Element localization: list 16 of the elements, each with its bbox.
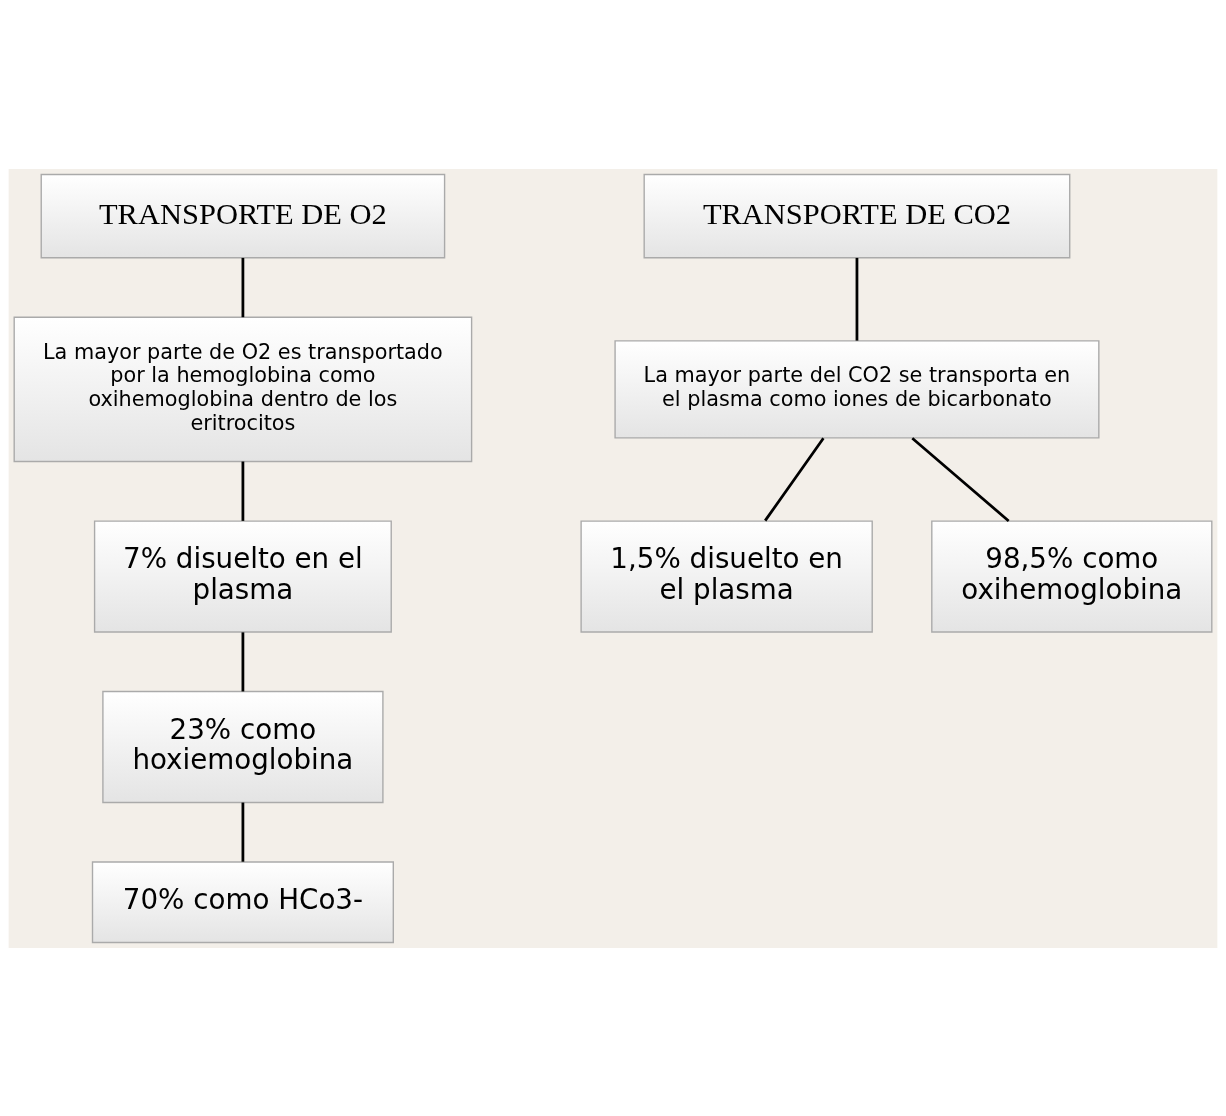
connector xyxy=(764,436,825,521)
node-box: 1,5% disuelto en el plasma xyxy=(580,519,873,633)
node-box: 98,5% como oxihemoglobina xyxy=(931,519,1213,633)
node-box: La mayor parte de O2 es transportado por la hemoglobina como oxihemoglobina dentro de los eritrocitos xyxy=(13,316,473,462)
node-box: 23% como hoxiemoglobina xyxy=(102,690,384,803)
node-box: 70% como HCo3- xyxy=(91,860,394,943)
node-box: TRANSPORTE DE CO2 xyxy=(643,173,1071,258)
node-box: 7% disuelto en el plasma xyxy=(93,519,392,633)
connector xyxy=(855,257,859,341)
connector xyxy=(241,461,245,521)
node-box: La mayor parte del CO2 se transporta en el plasma como iones de bicarbonato xyxy=(614,339,1100,439)
connector xyxy=(241,631,245,691)
connector xyxy=(911,436,1010,522)
node-box: TRANSPORTE DE O2 xyxy=(40,173,446,258)
connector xyxy=(241,802,245,862)
connector xyxy=(241,257,245,317)
